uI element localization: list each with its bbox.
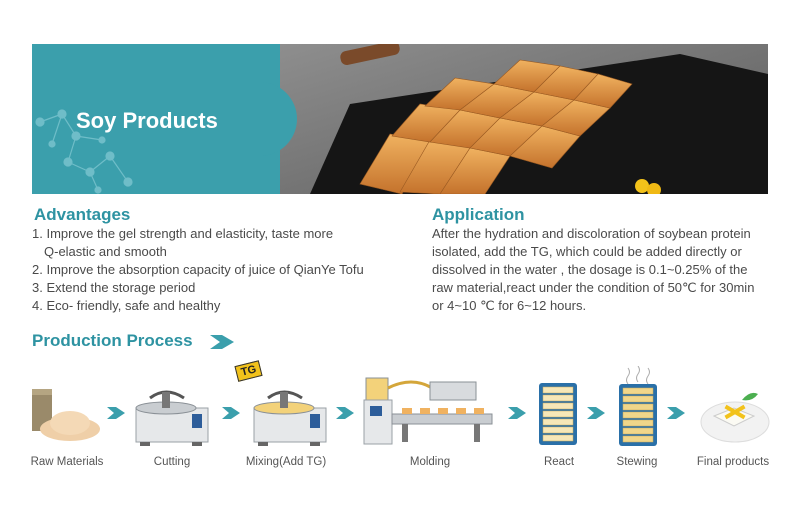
step-arrow-icon	[222, 407, 240, 419]
molding-machine-icon	[363, 377, 493, 445]
tofu-photo	[280, 44, 768, 194]
react-tray-icon	[539, 383, 577, 445]
step-arrow-icon	[336, 407, 354, 419]
banner: Soy Products	[32, 44, 768, 194]
step-arrow-icon	[107, 407, 125, 419]
banner-title: Soy Products	[76, 108, 218, 133]
application-text: After the hydration and discoloration of…	[432, 225, 754, 315]
raw-materials-icon	[32, 389, 100, 441]
banner-half-circle	[260, 82, 297, 156]
advantage-line: 1. Improve the gel strength and elastici…	[32, 226, 334, 241]
step-label-final-products: Final products	[696, 456, 770, 468]
application-line: raw material,react under the condition o…	[432, 280, 755, 295]
advantage-line: 4. Eco- friendly, safe and healthy	[32, 298, 221, 313]
advantage-line: 2. Improve the absorption capacity of ju…	[32, 262, 364, 277]
step-arrow-icon	[508, 407, 526, 419]
mixing-machine-icon	[253, 390, 327, 446]
advantages-title: Advantages	[34, 205, 131, 224]
application-line: After the hydration and discoloration of…	[432, 226, 751, 241]
advantage-line: 3. Extend the storage period	[32, 280, 196, 295]
fried-tofu-image	[280, 44, 768, 194]
application-line: isolated, add the TG, which could be add…	[432, 244, 742, 259]
stewing-tray-icon	[619, 366, 657, 446]
advantages-list: 1. Improve the gel strength and elastici…	[32, 225, 364, 315]
step-label-raw-materials: Raw Materials	[30, 456, 104, 468]
step-label-stewing: Stewing	[616, 456, 658, 468]
step-label-molding: Molding	[409, 456, 451, 468]
process-title: Production Process	[32, 331, 193, 350]
title-arrow-icon	[210, 335, 234, 349]
step-label-mixing: Mixing(Add TG)	[245, 456, 327, 468]
step-label-cutting: Cutting	[153, 456, 191, 468]
molecule-graphic	[35, 109, 133, 194]
application-line: dissolved in the water , the dosage is 0…	[432, 262, 748, 277]
cutting-machine-icon	[135, 390, 209, 446]
banner-teal-panel: Soy Products	[32, 44, 300, 194]
final-products-icon	[700, 392, 770, 443]
application-title: Application	[432, 205, 525, 224]
step-label-react: React	[543, 456, 575, 468]
step-arrow-icon	[587, 407, 605, 419]
advantage-line: Q-elastic and smooth	[44, 244, 167, 259]
application-line: or 4~10 ℃ for 6~12 hours.	[432, 298, 587, 313]
step-arrow-icon	[667, 407, 685, 419]
